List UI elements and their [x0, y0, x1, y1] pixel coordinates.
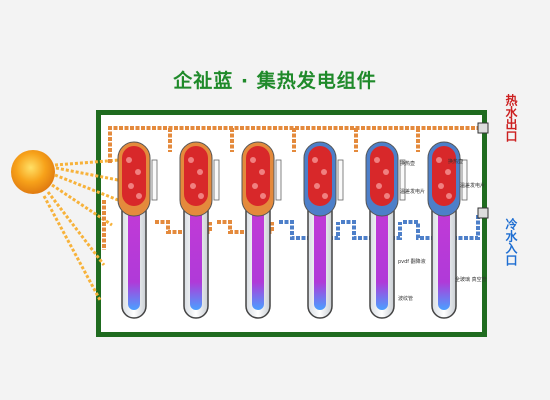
inlet-fitting-icon — [477, 207, 489, 219]
hot-water-outlet-label: 热水出口 — [504, 94, 518, 142]
annotation-heat-exchanger: 换热壶 — [400, 161, 416, 167]
tube-assembly-2 — [179, 141, 220, 319]
diagram-title: 企祉蓝 · 集热发电组件 — [173, 70, 377, 92]
annotation-heat-exchanger-2: 换热壶 — [448, 159, 464, 165]
annotation-vacuum-tube: 全玻璃 真空管 — [455, 277, 487, 283]
outlet-fitting-icon — [477, 122, 489, 134]
annotation-thermoelectric-2: 温差发电片 — [400, 189, 426, 195]
annotation-thermoelectric-1: 温差发电片 — [460, 183, 486, 189]
tube-assembly-1 — [117, 141, 158, 319]
cold-water-inlet-label: 冷水入口 — [504, 218, 518, 266]
cold-header-pipe — [279, 214, 480, 240]
sun-icon — [11, 150, 55, 194]
hot-header-pipe — [108, 126, 478, 163]
tube-assembly-6 — [427, 141, 468, 319]
annotation-pvdf: pvdf 翻降液 — [398, 259, 426, 265]
tube-assembly-3 — [241, 141, 282, 319]
tube-assembly-4 — [303, 141, 344, 319]
annotation-bellows: 波纹管 — [398, 296, 414, 302]
transfer-pipes — [102, 200, 274, 250]
tube-assembly-5 — [365, 141, 406, 319]
sun-rays — [42, 158, 121, 301]
